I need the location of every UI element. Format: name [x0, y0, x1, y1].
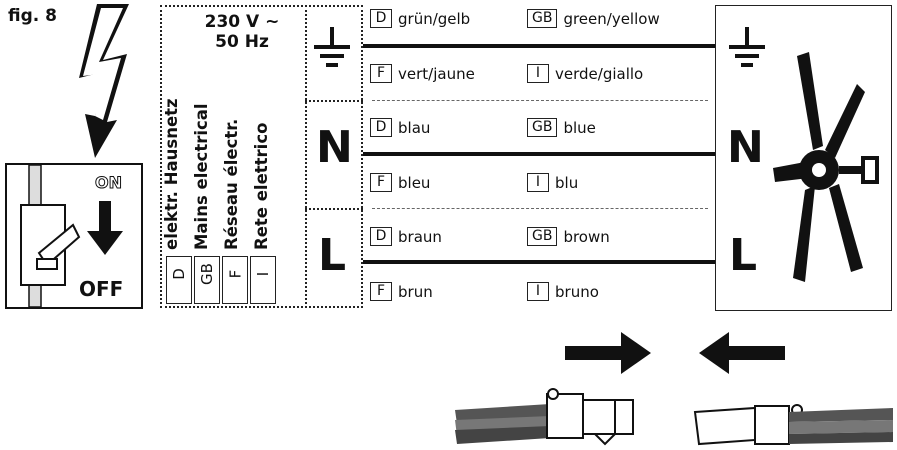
color-name: green/yellow [563, 9, 660, 28]
earth-color-row1-gb: GB green/yellow [527, 9, 660, 28]
lang-code: F [370, 64, 392, 83]
lang-code: D [370, 9, 392, 28]
earth-wire [363, 44, 715, 48]
lang-code: GB [527, 118, 558, 137]
neutral-color-row1: D blau [370, 118, 430, 137]
figure-label: fig. 8 [8, 6, 57, 26]
cable-connectors [455, 388, 893, 446]
voltage-text: 230 V ~ [204, 12, 280, 32]
lang-code: GB [527, 227, 558, 246]
mains-name-de: elektr. Hausnetz [162, 98, 181, 250]
color-name: bleu [398, 173, 431, 192]
ceiling-fan-icon [773, 52, 879, 282]
breaker-switch-icon [20, 165, 123, 307]
earth-color-row1: D grün/gelb [370, 9, 470, 28]
terminal-column-divider [305, 5, 307, 308]
off-label: OFF [79, 277, 124, 301]
earth-symbol-icon [314, 27, 350, 67]
terminal-divider [305, 208, 363, 210]
color-name: grün/gelb [398, 9, 471, 28]
lang-code-i: I [250, 256, 276, 304]
row-divider [372, 208, 708, 209]
color-name: blau [398, 118, 431, 137]
color-name: brown [563, 227, 610, 246]
live-terminal-supply: L [318, 230, 347, 281]
color-name: verde/giallo [555, 64, 644, 83]
male-connector-cable [455, 388, 634, 446]
on-label: ON [95, 173, 123, 193]
female-connector-cable [693, 404, 893, 446]
lang-code-d: D [166, 256, 192, 304]
lang-code: F [370, 173, 392, 192]
fan-earth-symbol-icon [729, 27, 765, 67]
lightning-bolt-icon [79, 4, 129, 158]
lang-code: I [527, 173, 549, 192]
lang-code: I [527, 282, 549, 301]
arrow-right-icon [565, 332, 651, 374]
color-name: blue [563, 118, 596, 137]
live-color-row2-it: I bruno [527, 282, 599, 301]
live-terminal-fan: L [729, 230, 758, 281]
terminal-divider [305, 100, 363, 102]
supply-box [160, 5, 363, 308]
circuit-breaker: ON OFF [5, 163, 143, 309]
fan-box [715, 5, 892, 311]
color-name: blu [555, 173, 579, 192]
neutral-color-row2: F bleu [370, 173, 430, 192]
supply-voltage: 230 V ~ 50 Hz [192, 12, 292, 52]
color-name: vert/jaune [398, 64, 475, 83]
mains-name-it: Rete elettrico [252, 122, 271, 250]
neutral-wire [363, 152, 715, 156]
neutral-terminal-fan: N [727, 122, 764, 173]
lang-code-f: F [222, 256, 248, 304]
live-wire [363, 260, 715, 264]
earth-color-row2-it: I verde/giallo [527, 64, 643, 83]
frequency-text: 50 Hz [215, 32, 269, 52]
lang-code: I [527, 64, 549, 83]
lang-code: D [370, 227, 392, 246]
arrow-left-icon [699, 332, 785, 374]
mains-name-fr: Réseau électr. [222, 118, 241, 250]
neutral-terminal-supply: N [316, 122, 353, 173]
color-name: braun [398, 227, 442, 246]
earth-color-row2: F vert/jaune [370, 64, 475, 83]
lang-code: D [370, 118, 392, 137]
live-color-row1-gb: GB brown [527, 227, 610, 246]
lang-code: GB [527, 9, 558, 28]
live-color-row1: D braun [370, 227, 442, 246]
mains-name-gb: Mains electrical [192, 103, 211, 250]
lang-code: F [370, 282, 392, 301]
live-color-row2: F brun [370, 282, 433, 301]
color-name: brun [398, 282, 433, 301]
neutral-color-row2-it: I blu [527, 173, 578, 192]
color-name: bruno [555, 282, 599, 301]
row-divider [372, 100, 708, 101]
lang-code-gb: GB [194, 256, 220, 304]
neutral-color-row1-gb: GB blue [527, 118, 596, 137]
